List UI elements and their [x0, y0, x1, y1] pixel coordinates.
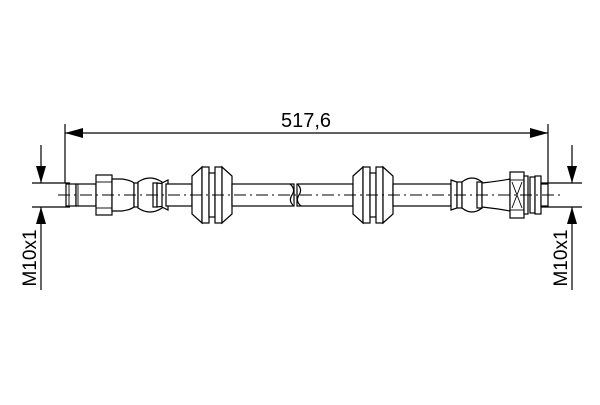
left-thread-label: M10x1: [20, 229, 41, 286]
left-arrowhead-icon: [65, 128, 83, 138]
hose-break-symbol: [289, 183, 295, 207]
overall-length-dimension: 517,6: [64, 110, 549, 183]
hose-break-symbol: [296, 183, 302, 207]
right-thread-arrow-down-icon: [567, 166, 577, 183]
left-thread-arrow-down-icon: [36, 166, 46, 183]
right-thread-arrow-up-icon: [567, 207, 577, 224]
right-arrowhead-icon: [530, 128, 548, 138]
right-thread-dimension: M10x1: [540, 145, 582, 290]
right-thread-label: M10x1: [551, 229, 572, 286]
left-thread-arrow-up-icon: [36, 207, 46, 224]
hose-body: [58, 165, 560, 225]
overall-length-label: 517,6: [281, 110, 331, 132]
left-thread-dimension: M10x1: [20, 145, 70, 290]
